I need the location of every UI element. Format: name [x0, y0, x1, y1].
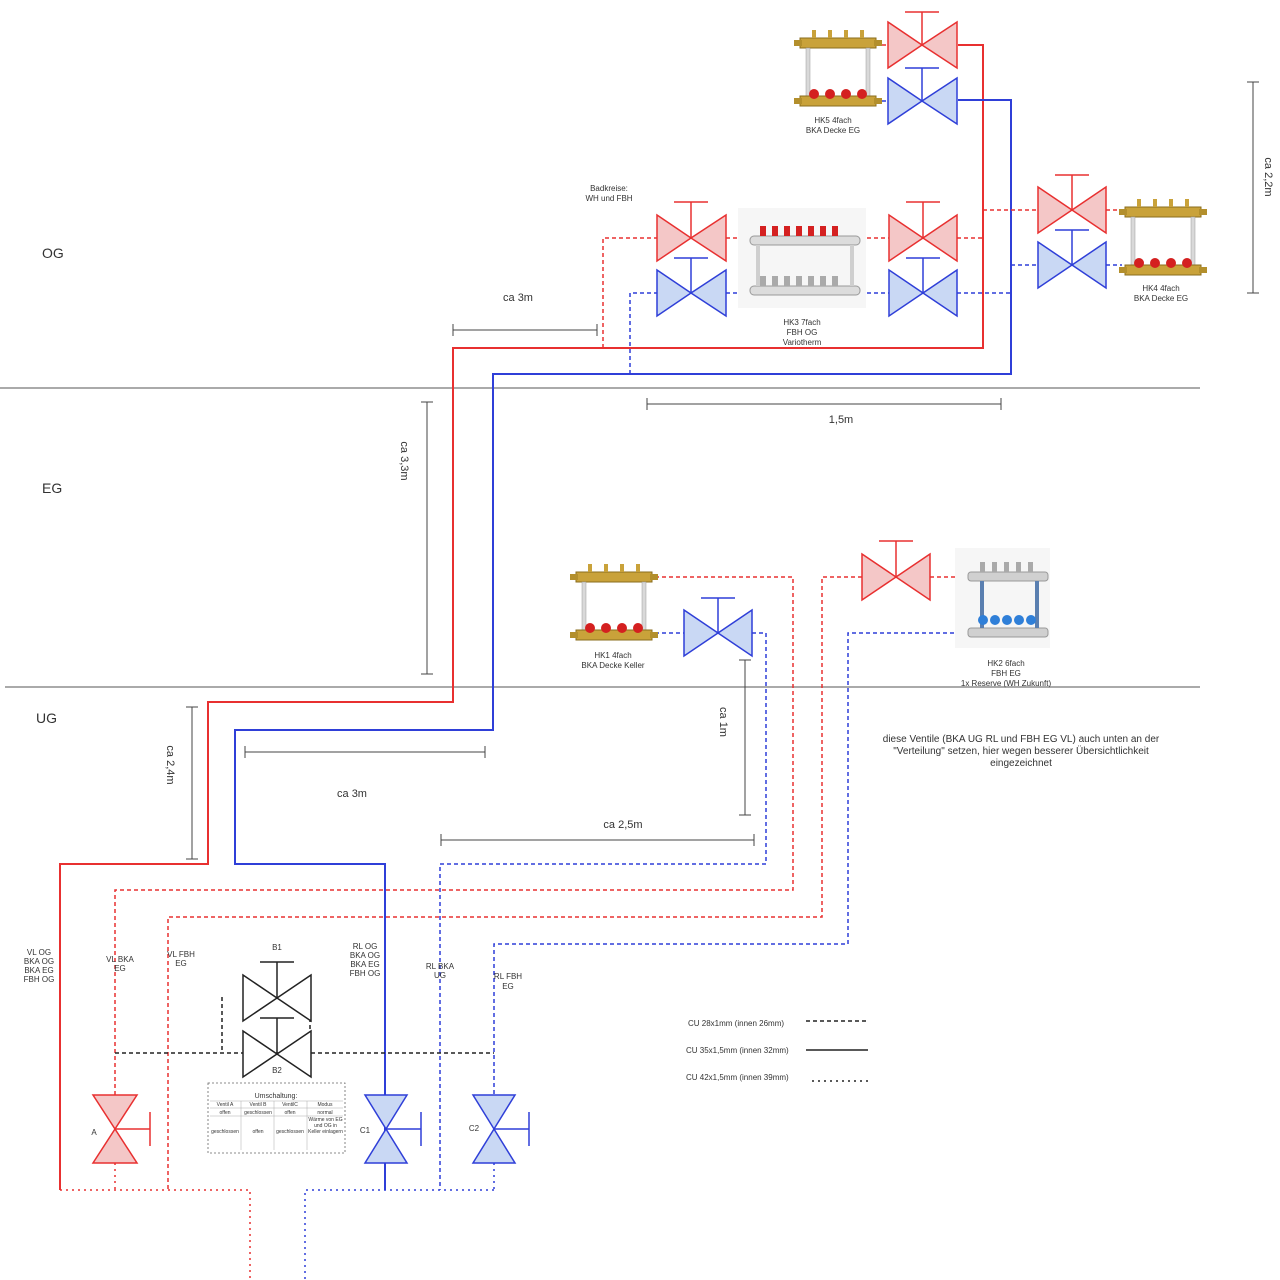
floor-label-ug: UG: [36, 710, 57, 726]
label-vl-og-3: BKA EG: [24, 966, 53, 975]
hk5-name: HK5 4fach: [814, 116, 851, 125]
label-rl-og-4: FBH OG: [350, 969, 381, 978]
manifold-hk1: [569, 563, 659, 641]
valve-hk3-return-right: [888, 257, 958, 318]
dim-ug-1m: ca 1m: [717, 707, 729, 737]
manifold-hk4: [1118, 198, 1208, 276]
table-header-b: Ventil B: [250, 1102, 268, 1108]
hk5-sub: BKA Decke EG: [806, 126, 860, 135]
table-header-a: Ventil A: [217, 1102, 234, 1108]
valve-c1: [363, 1094, 422, 1164]
hk4-sub: BKA Decke EG: [1134, 294, 1188, 303]
valve-hk4-return: [1037, 229, 1107, 290]
hk1-name: HK1 4fach: [594, 651, 631, 660]
label-rl-bka-1: RL BKA: [426, 962, 455, 971]
legend: CU 28x1mm (innen 26mm) CU 35x1,5mm (inne…: [686, 1019, 868, 1082]
table-r1-mode: normal: [317, 1110, 332, 1116]
valve-hk5-supply: [887, 11, 958, 70]
table-r2-mode: Wärme von EG und OG in Keller einlagern: [308, 1117, 343, 1135]
label-vl-og-1: VL OG: [27, 948, 51, 957]
table-r1-c: offen: [284, 1110, 295, 1116]
label-vl-bka-2: EG: [114, 964, 126, 973]
valve-b1: [242, 961, 312, 1023]
note-line-2: "Verteilung" setzen, hier wegen besserer…: [893, 745, 1149, 757]
note-line-3: eingezeichnet: [990, 758, 1052, 769]
legend-label-1: CU 28x1mm (innen 26mm): [688, 1019, 784, 1028]
table-header-c: VentilC: [282, 1102, 298, 1108]
hk3-sub: FBH OG: [787, 328, 818, 337]
table-r2-a: geschlossen: [211, 1129, 239, 1135]
valve-a: [91, 1094, 151, 1164]
dim-og-3m: ca 3m: [503, 292, 533, 304]
hk3-name: HK3 7fach: [783, 318, 820, 327]
table-title: Umschaltung:: [255, 1093, 298, 1100]
label-c2: C2: [469, 1124, 480, 1133]
label-vl-bka-1: VL BKA: [106, 955, 134, 964]
valve-bath-supply: [656, 201, 727, 263]
hk2-sub: FBH EG: [991, 669, 1021, 678]
switching-table: Umschaltung: Ventil A Ventil B VentilC M…: [207, 1082, 346, 1154]
valve-c2: [471, 1094, 530, 1164]
note-line-1: diese Ventile (BKA UG RL und FBH EG VL) …: [883, 734, 1160, 745]
valve-bath-return: [656, 257, 727, 318]
main-supply-pipe: [59, 44, 984, 1190]
dim-eg-33m: ca 3,3m: [398, 441, 410, 480]
label-rl-fbh-2: EG: [502, 982, 514, 991]
label-vl-fbh-1: VL FBH: [167, 950, 195, 959]
dim-ug-24m: ca 2,4m: [164, 745, 176, 784]
table-r2-b: offen: [252, 1129, 263, 1135]
floor-label-og: OG: [42, 245, 64, 261]
valve-b2: [242, 1017, 312, 1079]
bath-label-1: Badkreise:: [590, 184, 628, 193]
table-header-mode: Modus: [317, 1102, 333, 1108]
label-b1: B1: [272, 943, 282, 952]
label-vl-og-2: BKA OG: [24, 957, 54, 966]
valve-hk4-supply: [1037, 174, 1107, 235]
floor-label-eg: EG: [42, 480, 62, 496]
label-vl-og-4: FBH OG: [24, 975, 55, 984]
manifold-hk5: [793, 29, 883, 107]
label-b2: B2: [272, 1066, 282, 1075]
legend-label-2: CU 35x1,5mm (innen 32mm): [686, 1046, 789, 1055]
dim-og-15m: 1,5m: [829, 414, 853, 426]
label-a: A: [91, 1128, 97, 1137]
hk3-sub2: Variotherm: [783, 338, 822, 347]
label-rl-og-2: BKA OG: [350, 951, 380, 960]
manifold-hk3: [738, 208, 866, 308]
hk2-name: HK2 6fach: [987, 659, 1024, 668]
valve-hk2-supply: [861, 540, 931, 602]
bath-label-2: WH und FBH: [585, 194, 632, 203]
valve-hk5-return: [887, 67, 958, 126]
table-r1-b: geschlossen: [244, 1110, 272, 1116]
label-rl-bka-2: UG: [434, 971, 446, 980]
valve-hk3-supply-right: [888, 201, 958, 263]
label-vl-fbh-2: EG: [175, 959, 187, 968]
manifold-hk2: [955, 548, 1050, 648]
table-r1-a: offen: [219, 1110, 230, 1116]
label-rl-og-1: RL OG: [353, 942, 378, 951]
dim-ug-25m: ca 2,5m: [603, 819, 642, 831]
hk1-sub: BKA Decke Keller: [581, 661, 644, 670]
table-r2-c: geschlossen: [276, 1129, 304, 1135]
valve-hk1-return: [683, 597, 753, 658]
label-rl-fbh-1: RL FBH: [494, 972, 522, 981]
dim-right-22m: ca 2,2m: [1262, 157, 1274, 196]
legend-label-3: CU 42x1,5mm (innen 39mm): [686, 1073, 789, 1082]
main-return-pipe: [234, 99, 1012, 1190]
dim-ug-3m: ca 3m: [337, 788, 367, 800]
label-rl-og-3: BKA EG: [350, 960, 379, 969]
hk2-sub2: 1x Reserve (WH Zukunft): [961, 679, 1052, 688]
label-c1: C1: [360, 1126, 371, 1135]
hk4-name: HK4 4fach: [1142, 284, 1179, 293]
